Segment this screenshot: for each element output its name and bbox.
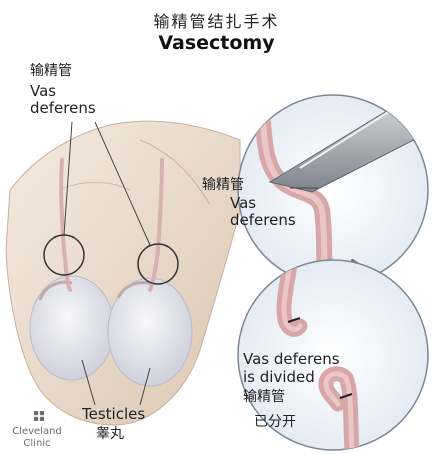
title-zh: 输精管结扎手术	[0, 8, 433, 32]
vas-right-label-en-2: deferens	[230, 211, 296, 229]
vas-left-label-en-2: deferens	[30, 99, 96, 117]
vas-left-label-zh: 输精管	[30, 62, 72, 80]
cleveland-clinic-logo-icon	[34, 411, 44, 421]
divided-label-en-1: Vas deferens	[243, 350, 340, 368]
divided-label-zh-1: 输精管	[243, 388, 285, 406]
vas-left-label-en-1: Vas	[30, 82, 56, 100]
testicles-label-en: Testicles	[82, 405, 145, 423]
logo-line-2: Clinic	[4, 438, 70, 450]
vas-right-label-en-1: Vas	[230, 194, 256, 212]
divided-label-en-2: is divided	[243, 368, 315, 386]
scrotum-anatomy	[6, 121, 240, 425]
logo-text: Cleveland Clinic	[4, 426, 70, 450]
vas-right-label-zh: 输精管	[202, 176, 244, 194]
divided-label-zh-2: 已分开	[254, 413, 296, 431]
testicles-label-zh: 睾丸	[96, 425, 124, 443]
logo-line-1: Cleveland	[4, 426, 70, 438]
title-en: Vasectomy	[0, 32, 433, 54]
